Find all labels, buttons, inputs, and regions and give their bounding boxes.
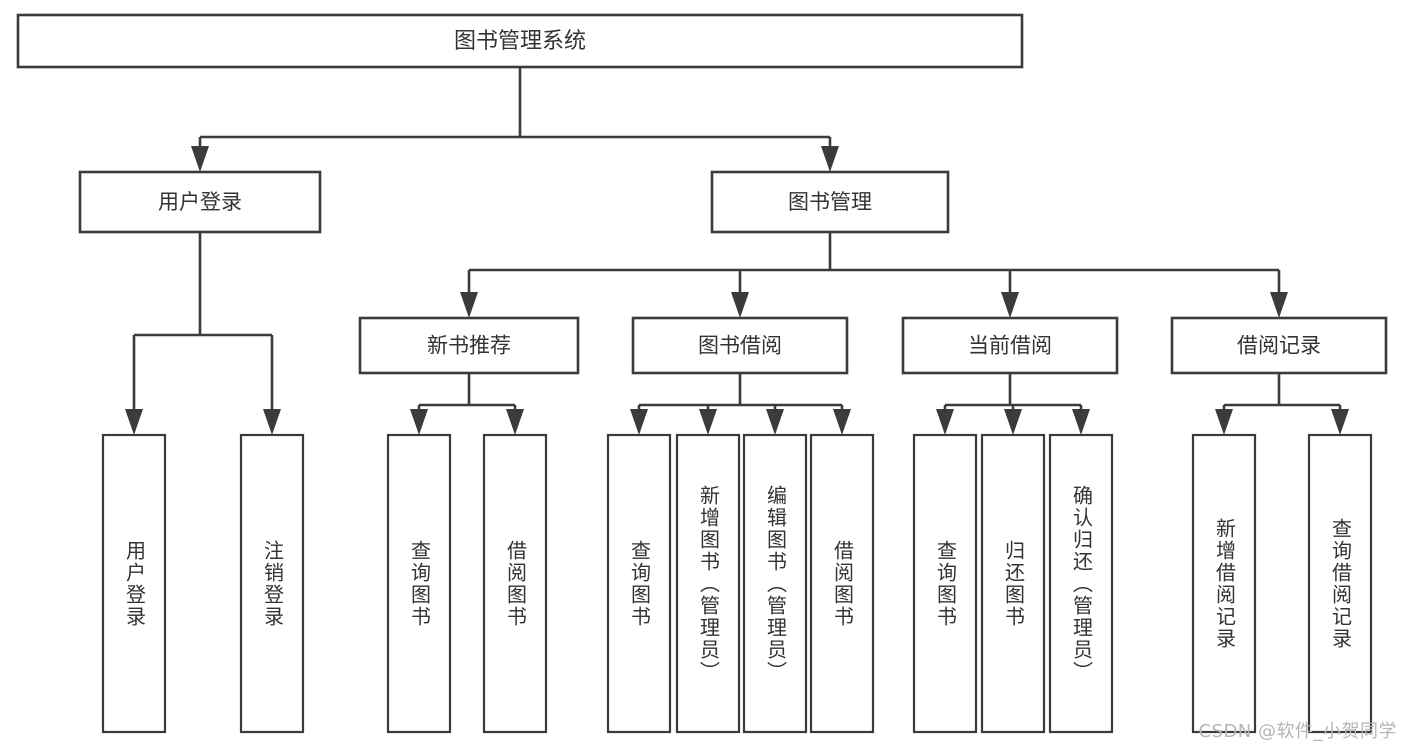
node-box-current-3	[1048, 433, 1114, 734]
node-label-current: 当前借阅	[968, 334, 1052, 358]
arrow-head-bookmgmt	[821, 146, 839, 172]
arrow-head-record-1	[1215, 409, 1233, 435]
node-label-bookmgmt: 图书管理	[788, 190, 872, 214]
arrow-head-borrow-4	[833, 409, 851, 435]
node-box-borrow-2	[675, 433, 741, 734]
node-box-borrow-3	[742, 433, 808, 734]
node-box-login-1	[101, 433, 167, 734]
node-label-borrow: 图书借阅	[698, 334, 782, 358]
node-box-record-1	[1191, 433, 1257, 734]
node-box-login	[78, 170, 322, 234]
arrow-head-login-1	[125, 409, 143, 435]
node-box-login-2	[239, 433, 305, 734]
arrow-head-login	[191, 146, 209, 172]
node-box-record-2	[1307, 433, 1373, 734]
arrow-head-login-2	[263, 409, 281, 435]
node-box-current	[901, 316, 1119, 375]
arrow-head-current-1	[936, 409, 954, 435]
arrow-head-borrow-2	[699, 409, 717, 435]
node-box-root	[16, 13, 1024, 69]
node-box-current-2	[980, 433, 1046, 734]
arrow-head-record	[1270, 292, 1288, 318]
node-box-borrow-1	[606, 433, 672, 734]
node-box-newbook-2	[482, 433, 548, 734]
node-box-borrow	[631, 316, 849, 375]
arrow-head-newbook	[460, 292, 478, 318]
node-box-bookmgmt	[710, 170, 950, 234]
arrow-head-newbook-2	[506, 409, 524, 435]
arrow-head-current-3	[1072, 409, 1090, 435]
arrow-head-current	[1001, 292, 1019, 318]
arrow-head-current-2	[1004, 409, 1022, 435]
node-label-record: 借阅记录	[1237, 334, 1321, 358]
arrow-head-record-2	[1331, 409, 1349, 435]
arrow-head-borrow-3	[766, 409, 784, 435]
node-box-newbook	[358, 316, 580, 375]
connector-layer	[125, 67, 1349, 435]
node-box-borrow-4	[809, 433, 875, 734]
node-label-root: 图书管理系统	[454, 29, 586, 54]
node-label-newbook: 新书推荐	[427, 334, 511, 358]
arrow-head-newbook-1	[410, 409, 428, 435]
node-box-record	[1170, 316, 1388, 375]
watermark-text: CSDN @软件_小贺同学	[1198, 721, 1397, 742]
node-box-layer	[16, 13, 1388, 734]
node-box-newbook-1	[386, 433, 452, 734]
arrow-head-borrow-1	[630, 409, 648, 435]
arrow-head-borrow	[731, 292, 749, 318]
node-label-login: 用户登录	[158, 190, 242, 214]
node-box-current-1	[912, 433, 978, 734]
